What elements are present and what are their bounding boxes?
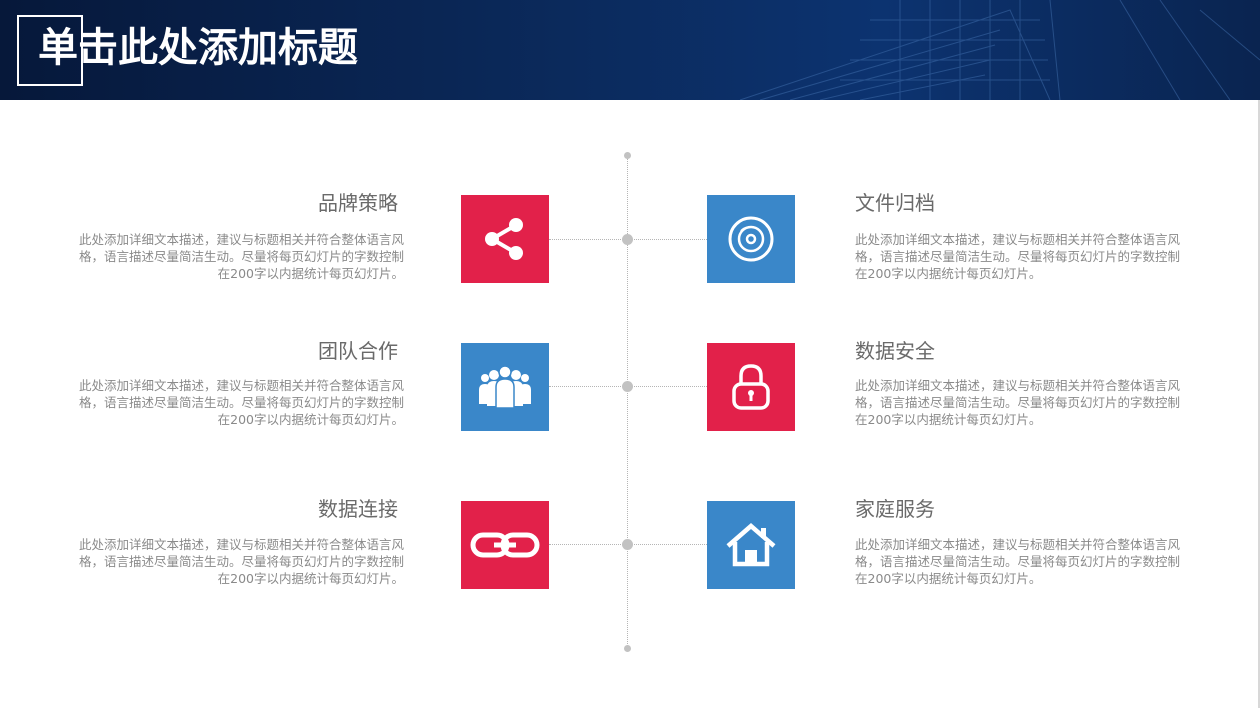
timeline-top-dot [624, 152, 631, 159]
item-description: 此处添加详细文本描述，建议与标题相关并符合整体语言风格，语言描述尽量简洁生动。尽… [78, 378, 404, 427]
timeline-bottom-dot [624, 645, 631, 652]
title-frame [17, 15, 83, 86]
team-icon-tile[interactable] [461, 343, 549, 431]
building-wireframe-decoration [739, 0, 1260, 100]
item-description: 此处添加详细文本描述，建议与标题相关并符合整体语言风格，语言描述尽量简洁生动。尽… [78, 537, 404, 586]
item-title: 团队合作 [318, 339, 398, 363]
right-edge-line [1258, 100, 1260, 708]
home-icon [726, 523, 776, 567]
link-icon-tile[interactable] [461, 501, 549, 589]
item-description: 此处添加详细文本描述，建议与标题相关并符合整体语言风格，语言描述尽量简洁生动。尽… [855, 378, 1181, 427]
timeline-vertical-line [627, 156, 628, 648]
header-banner: 单击此处添加标题 [0, 0, 1260, 100]
lock-icon-tile[interactable] [707, 343, 795, 431]
link-icon [470, 532, 540, 558]
disc-icon [728, 216, 774, 262]
item-description: 此处添加详细文本描述，建议与标题相关并符合整体语言风格，语言描述尽量简洁生动。尽… [855, 537, 1181, 586]
item-description: 此处添加详细文本描述，建议与标题相关并符合整体语言风格，语言描述尽量简洁生动。尽… [78, 232, 404, 281]
timeline-node [622, 381, 633, 392]
home-icon-tile[interactable] [707, 501, 795, 589]
item-title: 数据连接 [318, 497, 398, 521]
item-title: 文件归档 [855, 191, 935, 215]
team-icon [479, 365, 531, 409]
item-description: 此处添加详细文本描述，建议与标题相关并符合整体语言风格，语言描述尽量简洁生动。尽… [855, 232, 1181, 281]
item-title: 数据安全 [855, 339, 935, 363]
lock-icon [732, 364, 770, 410]
share-icon-tile[interactable] [461, 195, 549, 283]
share-icon [485, 218, 523, 260]
item-title: 家庭服务 [855, 497, 935, 521]
page-title[interactable]: 单击此处添加标题 [38, 25, 358, 71]
disc-icon-tile[interactable] [707, 195, 795, 283]
timeline-node [622, 234, 633, 245]
timeline-node [622, 539, 633, 550]
item-title: 品牌策略 [318, 191, 398, 215]
